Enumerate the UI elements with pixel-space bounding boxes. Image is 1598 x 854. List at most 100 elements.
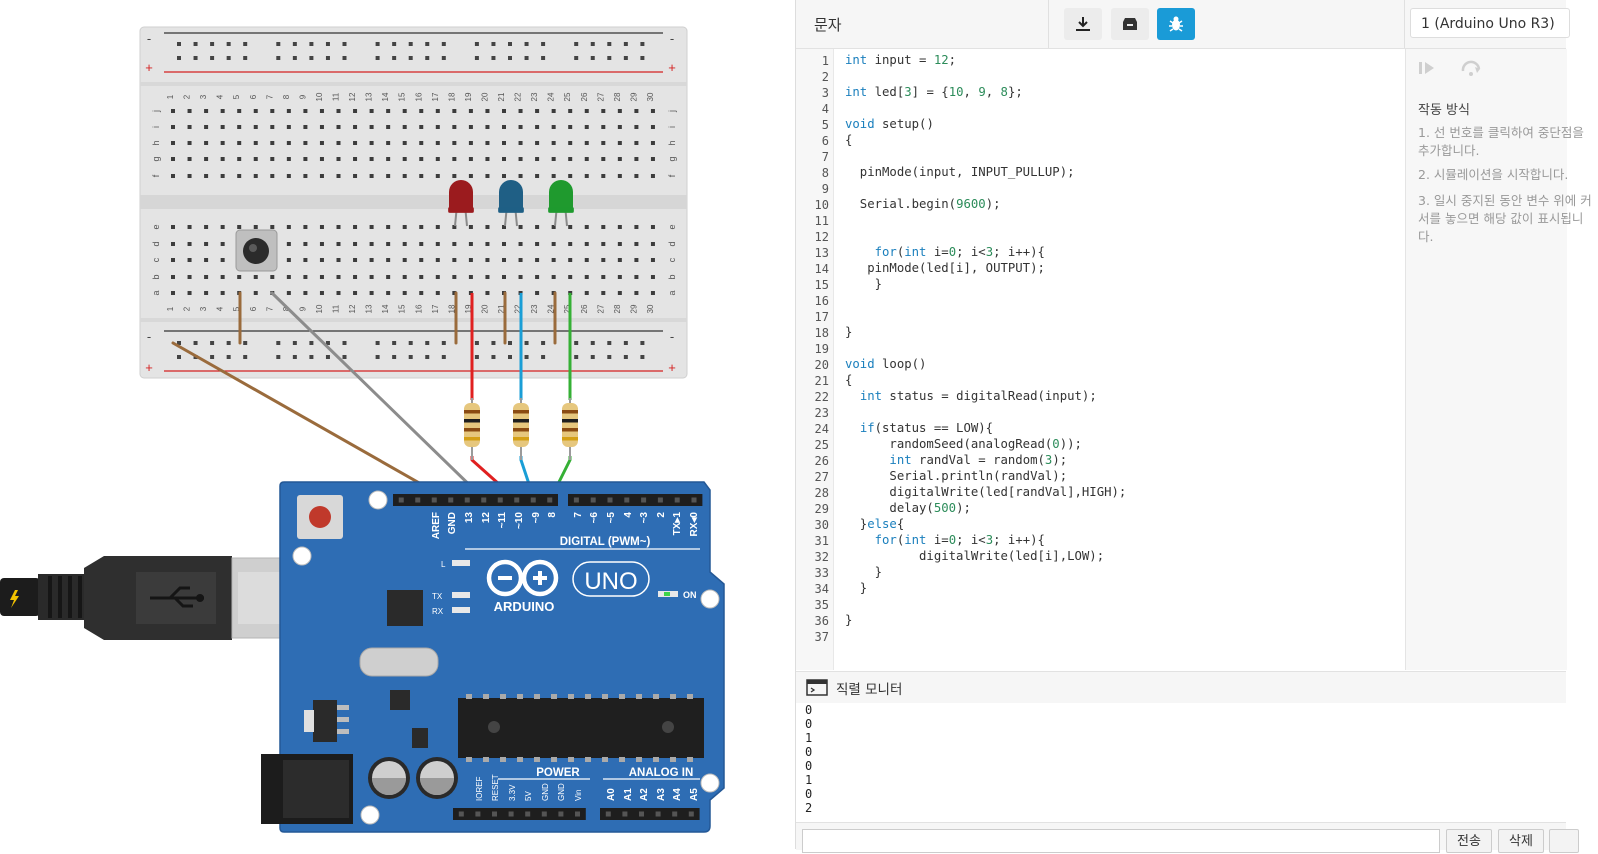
reset-button[interactable] [309, 506, 331, 528]
line-number[interactable]: 17 [814, 310, 829, 324]
line-number[interactable]: 33 [814, 566, 829, 580]
code-line[interactable]: { [845, 373, 853, 387]
line-number[interactable]: 25 [814, 438, 829, 452]
line-number[interactable]: 26 [814, 454, 829, 468]
code-line[interactable]: randomSeed(analogRead(0)); [845, 437, 1082, 451]
line-number[interactable]: 8 [821, 166, 829, 180]
line-number[interactable]: 32 [814, 550, 829, 564]
send-button[interactable]: 전송 [1446, 829, 1492, 853]
line-number[interactable]: 29 [814, 502, 829, 516]
code-line[interactable]: digitalWrite(led[i],LOW); [845, 549, 1105, 563]
code-line[interactable]: int randVal = random(3); [889, 453, 1068, 467]
line-number[interactable]: 13 [814, 246, 829, 260]
input-wire[interactable] [270, 291, 488, 503]
device-select[interactable]: 1 (Arduino Uno R3) [1410, 8, 1570, 38]
code-line[interactable]: pinMode(input, INPUT_PULLUP); [845, 165, 1075, 179]
resistor[interactable] [464, 398, 480, 460]
graph-button[interactable] [1549, 829, 1579, 853]
line-number[interactable]: 37 [814, 630, 829, 644]
code-line[interactable]: { [845, 133, 853, 147]
debugger-button[interactable] [1157, 8, 1195, 40]
code-line[interactable]: } [845, 325, 853, 339]
line-number[interactable]: 36 [814, 614, 829, 628]
code-line[interactable]: void setup() [845, 117, 934, 131]
step-over-icon[interactable] [1460, 59, 1482, 77]
line-number[interactable]: 10 [814, 198, 829, 212]
line-number[interactable]: 6 [821, 134, 829, 148]
push-button[interactable] [235, 229, 278, 272]
line-number[interactable]: 12 [814, 230, 829, 244]
code-line[interactable]: digitalWrite(led[randVal],HIGH); [845, 485, 1127, 499]
resume-icon[interactable] [1418, 60, 1436, 76]
code-line[interactable]: Serial.println(randVal); [845, 469, 1068, 483]
header-pin [655, 811, 661, 817]
rx-led [452, 607, 470, 613]
code-line[interactable]: } [845, 565, 883, 579]
line-number[interactable]: 1 [821, 54, 829, 68]
code-line[interactable]: } [845, 581, 868, 595]
line-number[interactable]: 15 [814, 278, 829, 292]
led[interactable] [448, 180, 474, 227]
serial-output-line: 0 [805, 745, 813, 759]
line-number[interactable]: 31 [814, 534, 829, 548]
code-line[interactable]: } [845, 277, 883, 291]
breadboard-hole [435, 258, 440, 262]
line-number[interactable]: 9 [821, 182, 829, 196]
code-line[interactable]: void loop() [845, 357, 927, 371]
breadboard-hole [276, 56, 281, 60]
line-number[interactable]: 19 [814, 342, 829, 356]
code-line[interactable]: if(status == LOW){ [859, 421, 994, 435]
code-line[interactable]: int input = 12; [845, 53, 957, 67]
line-number[interactable]: 30 [814, 518, 829, 532]
line-number[interactable]: 23 [814, 406, 829, 420]
line-number[interactable]: 4 [821, 102, 829, 116]
code-line[interactable]: } [845, 613, 853, 627]
code-line[interactable]: for(int i=0; i<3; i++){ [874, 245, 1045, 259]
line-number[interactable]: 21 [814, 374, 829, 388]
digital-pin-label: AREF [431, 512, 442, 539]
library-button[interactable] [1111, 8, 1149, 40]
line-number[interactable]: 16 [814, 294, 829, 308]
line-number[interactable]: 35 [814, 598, 829, 612]
serial-input-field[interactable] [802, 829, 1440, 853]
clear-button[interactable]: 삭제 [1498, 829, 1544, 853]
line-number[interactable]: 2 [821, 70, 829, 84]
line-number[interactable]: 18 [814, 326, 829, 340]
line-number[interactable]: 28 [814, 486, 829, 500]
breadboard-hole [309, 341, 314, 345]
rail-polarity-label: - [147, 329, 151, 344]
line-number[interactable]: 27 [814, 470, 829, 484]
code-line[interactable]: int status = digitalRead(input); [859, 389, 1097, 403]
resistor[interactable] [513, 398, 529, 460]
code-line[interactable]: for(int i=0; i<3; i++){ [874, 533, 1045, 547]
led[interactable] [498, 180, 524, 227]
line-number[interactable]: 3 [821, 86, 829, 100]
code-line[interactable]: delay(500); [845, 501, 971, 515]
code-mode-select[interactable]: 문자 [814, 16, 842, 34]
line-number[interactable]: 34 [814, 582, 829, 596]
resistor[interactable] [562, 398, 578, 460]
circuit-canvas[interactable]: --++--++11223344556677889910101111121213… [0, 0, 795, 849]
circuit-diagram[interactable]: --++--++11223344556677889910101111121213… [0, 0, 795, 849]
line-number[interactable]: 20 [814, 358, 829, 372]
code-line[interactable]: Serial.begin(9600); [845, 197, 1001, 211]
code-line[interactable]: pinMode(led[i], OUTPUT); [845, 261, 1045, 275]
line-number[interactable]: 14 [814, 262, 829, 276]
line-number[interactable]: 11 [814, 214, 829, 228]
breadboard-hole [650, 125, 655, 129]
code-line[interactable]: int led[3] = {10, 9, 8}; [845, 85, 1023, 99]
line-number[interactable]: 24 [814, 422, 829, 436]
line-number[interactable]: 22 [814, 390, 829, 404]
download-button[interactable] [1064, 8, 1102, 40]
ground-wire[interactable] [171, 341, 453, 503]
line-number[interactable]: 7 [821, 150, 829, 164]
led[interactable] [548, 180, 574, 227]
serial-monitor-header[interactable]: 직렬 모니터 [796, 671, 1566, 704]
breadboard-hole [303, 258, 308, 262]
line-number[interactable]: 5 [821, 118, 829, 132]
code-line[interactable]: }else{ [845, 517, 905, 531]
breadboard[interactable]: --++--++11223344556677889910101111121213… [139, 26, 688, 379]
